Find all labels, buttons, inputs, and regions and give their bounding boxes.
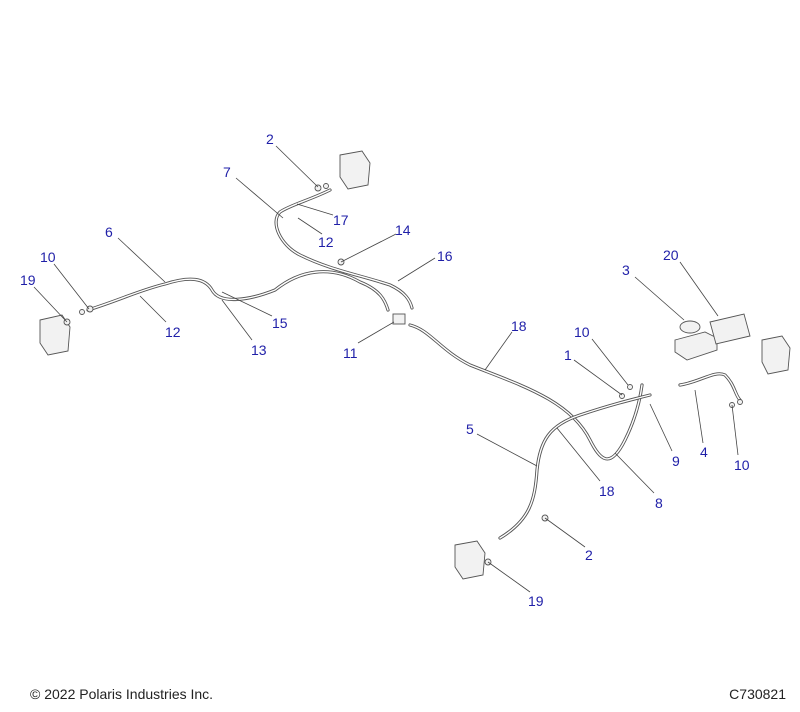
callout-18: 18 bbox=[599, 483, 615, 499]
front-right-caliper bbox=[761, 335, 791, 375]
callout-12: 12 bbox=[165, 324, 181, 340]
callout-19: 19 bbox=[20, 272, 36, 288]
callout-10: 10 bbox=[40, 249, 56, 265]
callout-17: 17 bbox=[333, 212, 349, 228]
callout-13: 13 bbox=[251, 342, 267, 358]
callout-14: 14 bbox=[395, 222, 411, 238]
master-cylinder bbox=[674, 331, 718, 361]
callout-6: 6 bbox=[105, 224, 113, 240]
callout-7: 7 bbox=[223, 164, 231, 180]
rear-left-caliper bbox=[39, 314, 71, 356]
callout-9: 9 bbox=[672, 453, 680, 469]
callout-1: 1 bbox=[564, 347, 572, 363]
callout-12: 12 bbox=[318, 234, 334, 250]
callout-2: 2 bbox=[585, 547, 593, 563]
callout-labels: 2 7 17 12 14 16 6 10 19 12 15 13 11 18 3… bbox=[20, 131, 750, 609]
rear-right-caliper bbox=[454, 540, 486, 580]
callout-4: 4 bbox=[700, 444, 708, 460]
leader-lines bbox=[33, 145, 739, 593]
junction-block bbox=[392, 313, 406, 325]
callout-2: 2 bbox=[266, 131, 274, 147]
copyright-text: © 2022 Polaris Industries Inc. bbox=[30, 686, 214, 702]
callout-11: 11 bbox=[343, 345, 358, 361]
callout-19: 19 bbox=[528, 593, 544, 609]
callout-10: 10 bbox=[574, 324, 590, 340]
callout-20: 20 bbox=[663, 247, 679, 263]
callout-5: 5 bbox=[466, 421, 474, 437]
callout-16: 16 bbox=[437, 248, 453, 264]
callout-18: 18 bbox=[511, 318, 527, 334]
callout-3: 3 bbox=[622, 262, 630, 278]
front-left-caliper bbox=[339, 150, 371, 190]
callout-8: 8 bbox=[655, 495, 663, 511]
brake-hoses bbox=[86, 188, 742, 540]
reservoir bbox=[679, 320, 701, 334]
heat-shield bbox=[709, 313, 751, 345]
calipers-and-master-cylinder bbox=[39, 150, 791, 580]
callout-10: 10 bbox=[734, 457, 750, 473]
callout-15: 15 bbox=[272, 315, 288, 331]
diagram-code: C730821 bbox=[729, 686, 786, 702]
